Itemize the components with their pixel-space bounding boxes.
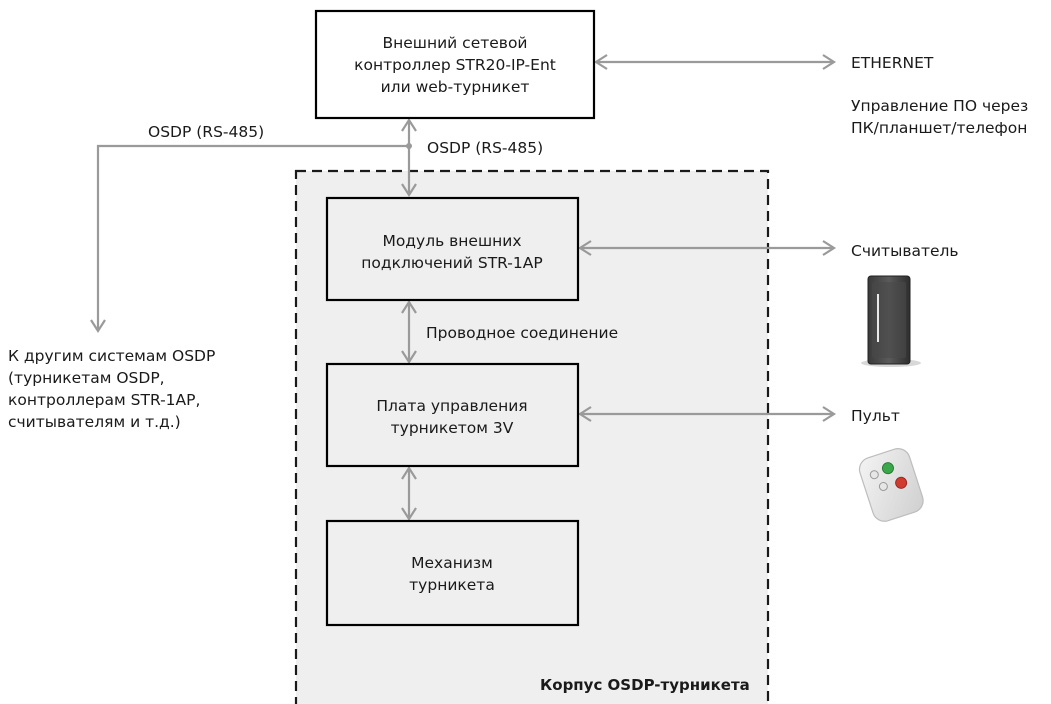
arrowhead-board-top (401, 350, 417, 365)
connectors (90, 54, 837, 522)
housing-label: Корпус OSDP-турникета (540, 676, 750, 694)
reader-label: Считыватель (851, 242, 959, 260)
card-reader-device (861, 275, 921, 367)
remote-button-left-icon (869, 470, 879, 480)
arrowhead-remote (822, 406, 837, 422)
arrowhead-mechanism-top (401, 507, 417, 522)
remote-control-device (858, 448, 924, 522)
ethernet-label: ETHERNET (851, 54, 934, 72)
osdp-branch-connector (96, 144, 409, 331)
arrowhead-controller-bottom (401, 117, 417, 132)
arrowhead-ethernet (822, 54, 837, 70)
controller-block: Внешний сетевой контроллер STR20-IP-Ent … (314, 9, 596, 120)
other-systems-label-line2: (турникетам OSDP, (8, 369, 165, 387)
other-systems-label-line3: контроллерам STR-1AP, (8, 391, 200, 409)
remote-button-red-icon (895, 476, 908, 489)
arrowhead-module-bottom (401, 299, 417, 314)
arrowhead-module-top (401, 183, 417, 198)
mechanism-block: Механизм турникета (325, 519, 580, 627)
wired-connection-label: Проводное соединение (426, 324, 618, 342)
remote-button-gray-icon (878, 481, 888, 491)
osdp-right-label: OSDP (RS-485) (427, 139, 543, 157)
osdp-left-label: OSDP (RS-485) (148, 123, 264, 141)
arrowhead-board-right (577, 406, 592, 422)
remote-button-green-icon (881, 462, 894, 475)
svg-text:Плата управления: Плата управления (376, 397, 527, 415)
software-control-label-line1: Управление ПО через (851, 97, 1028, 115)
svg-text:или web-турникет: или web-турникет (381, 78, 530, 96)
arrowhead-other-systems (90, 319, 106, 334)
arrowhead-reader (822, 240, 837, 256)
arrowhead-board-bottom (401, 465, 417, 480)
board-block: Плата управления турникетом 3V (325, 362, 580, 468)
svg-text:Внешний сетевой: Внешний сетевой (382, 34, 527, 52)
svg-text:подключений STR-1AP: подключений STR-1AP (361, 254, 542, 272)
svg-text:турникетом 3V: турникетом 3V (391, 419, 514, 437)
svg-text:Модуль внешних: Модуль внешних (382, 232, 521, 250)
other-systems-label-line4: считывателям и т.д.) (8, 413, 181, 431)
svg-text:турникета: турникета (409, 576, 495, 594)
arrowhead-module-right (577, 240, 592, 256)
other-systems-label-line1: К другим системам OSDP (8, 347, 215, 365)
svg-text:Механизм: Механизм (411, 554, 493, 572)
arrowhead-controller-ethernet (593, 54, 608, 70)
remote-label: Пульт (851, 407, 900, 425)
module-block: Модуль внешних подключений STR-1AP (325, 196, 580, 302)
svg-text:контроллер STR20-IP-Ent: контроллер STR20-IP-Ent (354, 56, 556, 74)
software-control-label-line2: ПК/планшет/телефон (851, 119, 1027, 137)
